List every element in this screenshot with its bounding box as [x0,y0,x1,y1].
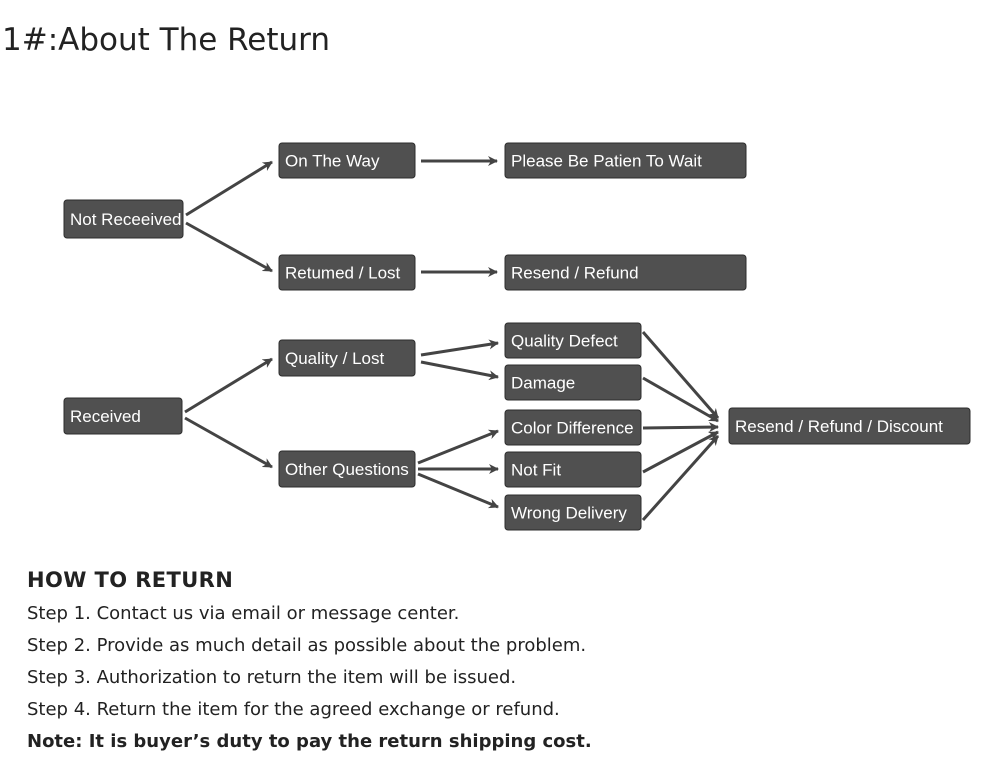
node-resend-refund-discount: Resend / Refund / Discount [728,407,971,445]
arrow-other-questions-to-wrong-delivery [417,472,499,509]
node-box [728,407,971,445]
node-please-wait: Please Be Patien To Wait [504,142,747,179]
arrow-not-received-to-on-the-way [185,160,273,217]
arrow-other-questions-to-color-difference [417,429,499,465]
shipping-cost-note: Note: It is buyer’s duty to pay the retu… [27,731,592,752]
node-box [504,322,642,359]
how-to-return-section: HOW TO RETURN Step 1. Contact us via ema… [27,566,987,758]
arrow-wrong-delivery-to-resend-refund-discount [641,435,720,521]
node-returned-lost: Retumed / Lost [278,254,416,291]
arrow-quality-lost-to-quality-defect [420,339,499,357]
node-label: Damage [511,374,575,393]
step-2: Step 2. Provide as much detail as possib… [27,635,587,656]
node-received: Received [63,397,183,435]
node-not-fit: Not Fit [504,451,642,488]
node-box [504,451,642,488]
node-label: Quality Defect [511,332,618,351]
node-label: Not Fit [511,461,561,480]
node-box [278,254,416,291]
node-box [278,339,416,377]
arrow-quality-lost-to-damage [420,360,499,381]
node-label: Resend / Refund / Discount [735,417,943,436]
node-box [504,364,642,401]
node-label: Resend / Refund [511,264,639,283]
node-label: Not Receeived [70,210,182,229]
node-label: Please Be Patien To Wait [511,152,702,171]
node-label: Received [70,407,141,426]
node-label: Wrong Delivery [511,504,627,523]
step-3: Step 3. Authorization to return the item… [27,667,517,688]
node-box [504,142,747,179]
node-not-received: Not Receeived [63,199,184,239]
arrow-not-fit-to-resend-refund-discount [642,430,719,474]
node-damage: Damage [504,364,642,401]
node-box [63,397,183,435]
node-box [504,494,642,531]
step-1: Step 1. Contact us via email or message … [27,603,460,624]
node-color-difference: Color Difference [504,409,642,446]
node-label: Retumed / Lost [285,264,401,283]
node-box [278,450,416,488]
page-title: 1#:About The Return [2,22,331,58]
node-box [63,199,184,239]
node-on-the-way: On The Way [278,142,416,179]
node-quality-lost: Quality / Lost [278,339,416,377]
how-to-return-heading: HOW TO RETURN [27,568,234,592]
arrow-not-received-to-returned-lost [185,221,273,273]
arrow-received-to-other-questions [184,416,273,469]
node-wrong-delivery: Wrong Delivery [504,494,642,531]
node-label: Color Difference [511,419,634,438]
node-other-questions: Other Questions [278,450,416,488]
node-box [278,142,416,179]
node-box [504,254,747,291]
node-label: Quality / Lost [285,349,384,368]
node-box [504,409,642,446]
node-quality-defect: Quality Defect [504,322,642,359]
arrow-damage-to-resend-refund-discount [642,376,719,423]
node-label: On The Way [285,152,380,171]
arrow-received-to-quality-lost [184,357,273,414]
node-resend-refund: Resend / Refund [504,254,747,291]
arrow-quality-defect-to-resend-refund-discount [641,331,720,419]
node-label: Other Questions [285,460,409,479]
arrow-color-difference-to-resend-refund-discount [642,422,719,433]
step-4: Step 4. Return the item for the agreed e… [27,699,560,720]
